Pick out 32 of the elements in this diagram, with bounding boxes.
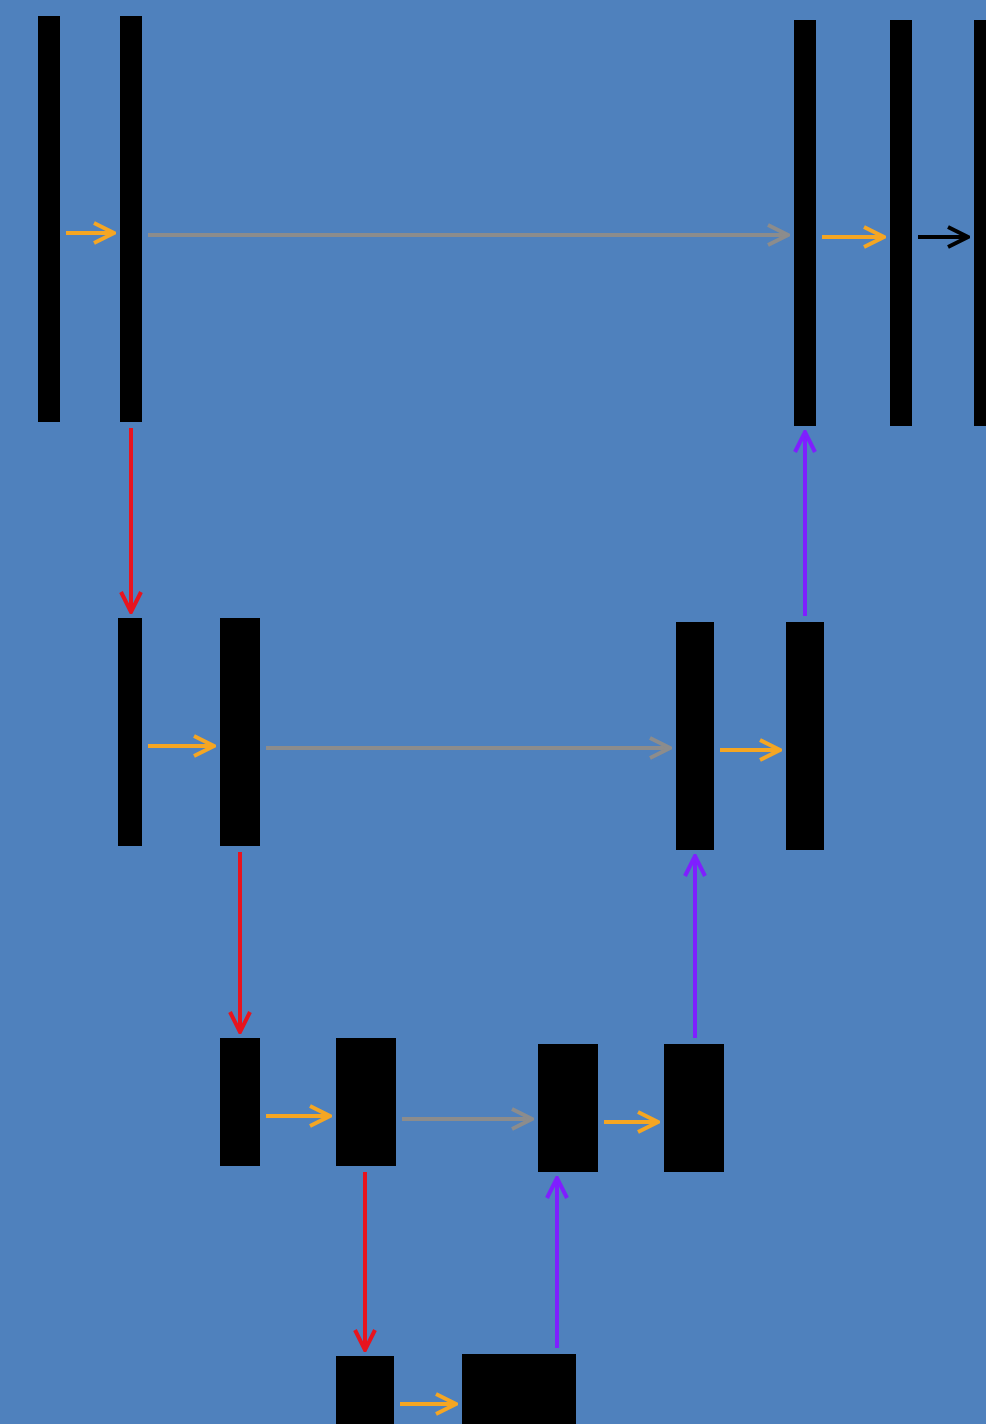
arrow xyxy=(400,1392,458,1416)
layer-bar xyxy=(336,1356,394,1424)
arrow xyxy=(228,852,252,1034)
layer-bar xyxy=(676,622,714,850)
arrow xyxy=(66,221,116,245)
layer-bar xyxy=(786,622,824,850)
layer-bar xyxy=(118,618,142,846)
arrow xyxy=(402,1107,534,1131)
layer-bar xyxy=(794,20,816,426)
layer-bar xyxy=(664,1044,724,1172)
arrow xyxy=(918,225,970,249)
arrow xyxy=(793,430,817,616)
arrow xyxy=(148,223,790,247)
layer-bar xyxy=(220,618,260,846)
layer-bar xyxy=(336,1038,396,1166)
arrow xyxy=(266,1104,332,1128)
layer-bar xyxy=(974,20,986,426)
arrow xyxy=(720,738,782,762)
arrow xyxy=(119,428,143,614)
layer-bar xyxy=(462,1354,576,1424)
layer-bar xyxy=(538,1044,598,1172)
arrow xyxy=(683,854,707,1038)
layer-bar xyxy=(890,20,912,426)
arrow xyxy=(822,225,886,249)
arrow xyxy=(266,736,672,760)
arrow xyxy=(148,734,216,758)
layer-bar xyxy=(38,16,60,422)
layer-bar xyxy=(220,1038,260,1166)
arrow xyxy=(545,1176,569,1348)
layer-bar xyxy=(120,16,142,422)
arrow xyxy=(353,1172,377,1352)
arrow xyxy=(604,1110,660,1134)
